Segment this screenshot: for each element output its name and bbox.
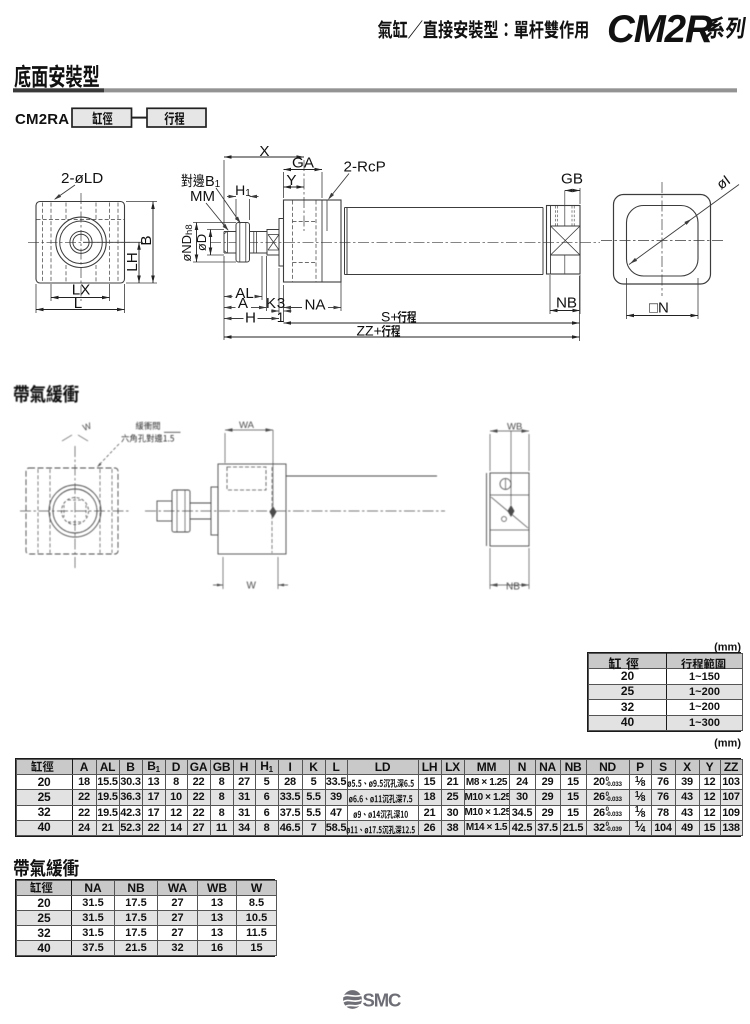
svg-text:3: 3 <box>277 295 285 312</box>
svg-text:(mm): (mm) <box>714 738 741 750</box>
svg-text:1: 1 <box>277 310 285 325</box>
svg-text:LX: LX <box>72 282 91 299</box>
svg-text:2-øLD: 2-øLD <box>61 170 103 187</box>
svg-text:AL: AL <box>235 285 254 302</box>
svg-text:Y: Y <box>286 172 296 189</box>
svg-text:□N: □N <box>649 300 669 317</box>
svg-text:SMC: SMC <box>363 990 402 1011</box>
svg-text:LH: LH <box>124 252 141 271</box>
svg-text:ZZ+: ZZ+ <box>357 323 382 339</box>
svg-text:S+: S+ <box>381 309 399 325</box>
svg-text:W: W <box>247 581 257 592</box>
svg-text:W: W <box>81 420 93 432</box>
svg-text:B: B <box>138 235 155 245</box>
svg-text:X: X <box>259 143 269 160</box>
svg-text:WA: WA <box>239 420 255 431</box>
svg-text:MM: MM <box>190 188 215 205</box>
svg-text:NB: NB <box>556 295 577 312</box>
svg-text:GA: GA <box>292 155 315 172</box>
svg-text:K: K <box>266 295 276 312</box>
svg-text:A: A <box>238 295 249 312</box>
svg-text:B1: B1 <box>205 174 221 190</box>
svg-text:øD: øD <box>194 234 209 251</box>
svg-text:L: L <box>74 295 82 312</box>
svg-text:H: H <box>245 310 256 327</box>
svg-text:2-RcP: 2-RcP <box>344 159 386 176</box>
svg-text:NB: NB <box>506 582 520 593</box>
svg-text:CM2RA: CM2RA <box>15 111 69 128</box>
svg-text:øNDh8: øNDh8 <box>179 224 195 261</box>
svg-text:GB: GB <box>561 171 583 188</box>
svg-text:H1: H1 <box>235 182 251 199</box>
svg-text:NA: NA <box>304 297 326 314</box>
svg-text:WB: WB <box>507 422 522 433</box>
svg-text:øI: øI <box>714 173 734 194</box>
svg-text:CM2R: CM2R <box>607 8 713 51</box>
